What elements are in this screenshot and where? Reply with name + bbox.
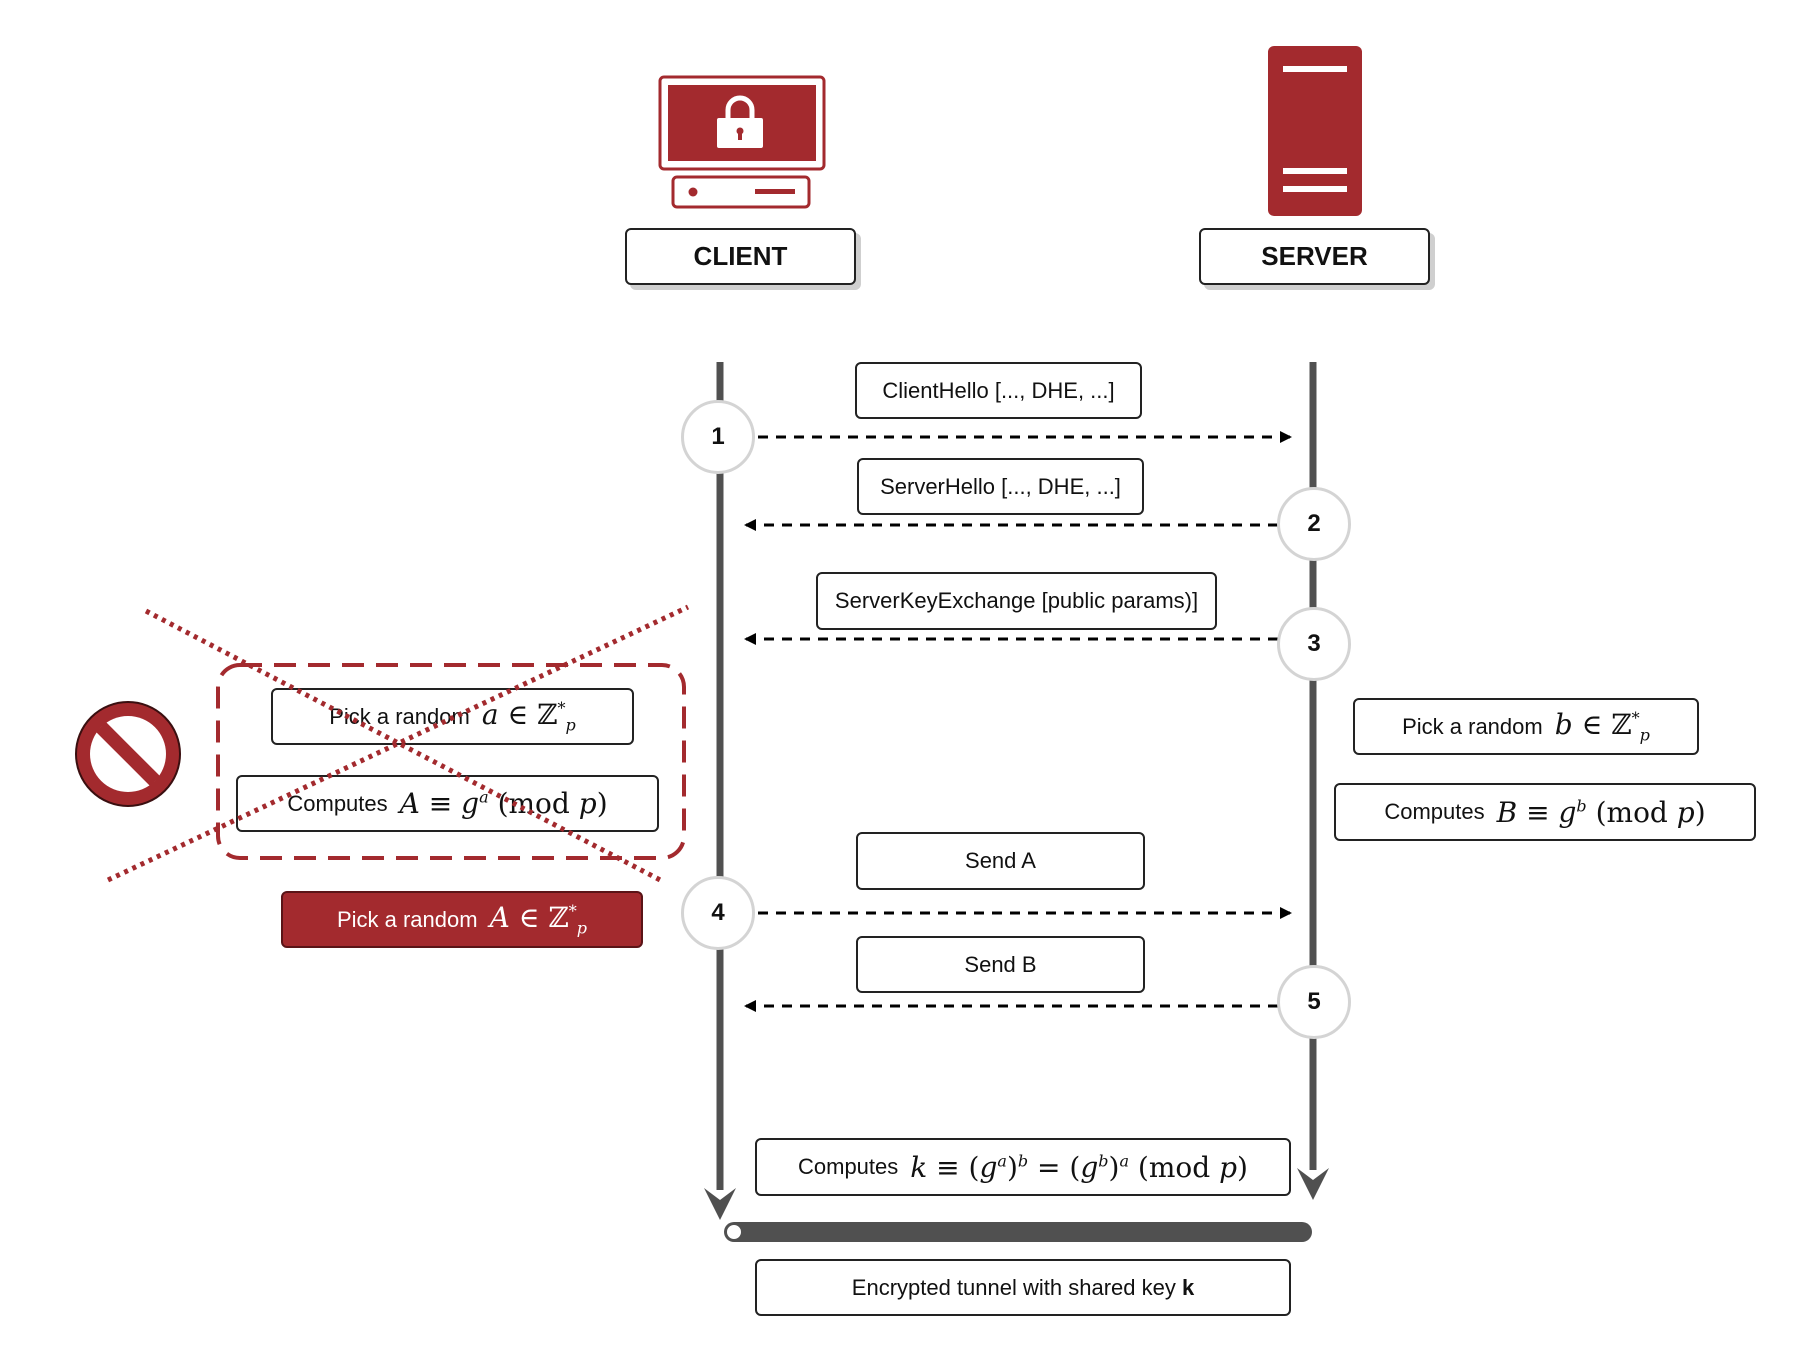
server-key-exchange-label: ServerKeyExchange [public params)] (816, 572, 1217, 630)
client-hello-label: ClientHello [..., DHE, ...] (855, 362, 1142, 419)
client-pick-A-formula: A ∈ ℤ*p (489, 901, 588, 938)
server-hello-label: ServerHello [..., DHE, ...] (857, 458, 1144, 515)
client-compute-a-label: Computes (287, 790, 388, 816)
prohibited-icon (75, 701, 181, 807)
server-compute-b-formula: B ≡ gb (mod p) (1496, 795, 1706, 829)
step-5-marker: 5 (1277, 965, 1351, 1039)
tunnel-key: k (1181, 1274, 1195, 1300)
client-pick-a-box: Pick a random a ∈ ℤ*p (271, 688, 634, 745)
client-pick-a-formula: a ∈ ℤ*p (481, 698, 576, 735)
step-2-marker: 2 (1277, 487, 1351, 561)
shared-key-label: Computes (798, 1154, 899, 1179)
client-pick-A-box: Pick a random A ∈ ℤ*p (281, 891, 643, 948)
shared-key-formula: k ≡ (ga)b = (gb)a (mod p) (910, 1150, 1248, 1184)
client-pick-A-label: Pick a random (336, 906, 478, 932)
server-pick-b-box: Pick a random b ∈ ℤ*p (1353, 698, 1699, 755)
client-title: CLIENT (625, 228, 856, 285)
secure-computer-icon (658, 75, 826, 209)
server-pick-b-label: Pick a random (1402, 713, 1543, 739)
server-title: SERVER (1199, 228, 1430, 285)
client-pick-a-label: Pick a random (329, 703, 470, 729)
server-compute-b-box: Computes B ≡ gb (mod p) (1334, 783, 1756, 841)
shared-key-box: Computes k ≡ (ga)b = (gb)a (mod p) (755, 1138, 1291, 1196)
send-b-label: Send B (856, 936, 1145, 993)
tunnel-text: Encrypted tunnel with shared key (851, 1274, 1182, 1300)
tunnel-label: Encrypted tunnel with shared key k (755, 1259, 1291, 1316)
server-tower-icon (1268, 46, 1362, 216)
client-compute-a-formula: A ≡ ga (mod p) (399, 787, 608, 820)
send-a-label: Send A (856, 832, 1145, 890)
step-4-marker: 4 (681, 876, 755, 950)
step-1-marker: 1 (681, 400, 755, 474)
server-pick-b-formula: b ∈ ℤ*p (1554, 708, 1650, 745)
server-compute-b-label: Computes (1384, 799, 1485, 824)
client-compute-a-box: Computes A ≡ ga (mod p) (236, 775, 659, 832)
step-3-marker: 3 (1277, 607, 1351, 681)
